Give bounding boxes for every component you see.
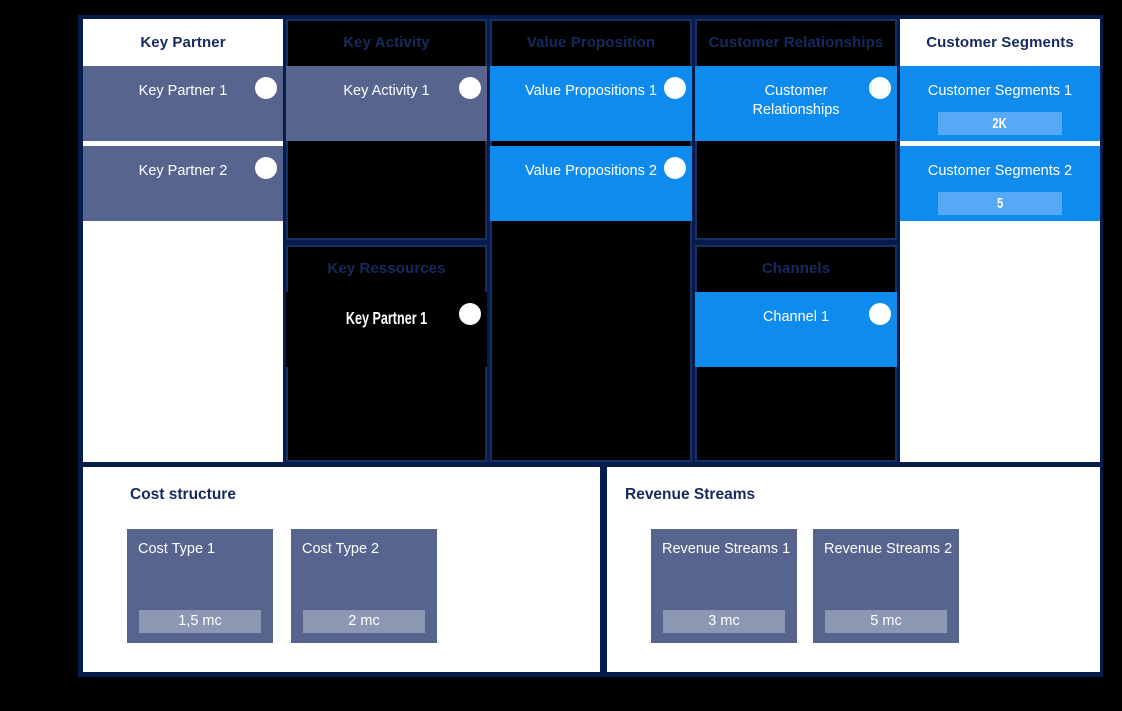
key-partner-header: Key Partner <box>140 34 226 51</box>
revenue-streams-card-2[interactable]: Revenue Streams 2 5 mc <box>813 529 959 643</box>
key-partner-card-2[interactable]: Key Partner 2 <box>83 146 283 221</box>
card-label: Customer Segments 2 <box>927 163 1073 179</box>
customer-relationships-section: Customer Relationships Customer Relation… <box>695 19 897 240</box>
value-badge: 2K <box>938 112 1062 135</box>
card-label: Key Partner 1 <box>138 83 228 99</box>
card-label: Cost Type 2 <box>302 541 380 557</box>
value-badge: 3 mc <box>663 610 785 633</box>
value-proposition-card-2[interactable]: Value Propositions 2 <box>490 146 692 221</box>
channels-header: Channels <box>761 260 831 277</box>
customer-relationships-card-1[interactable]: Customer Relationships <box>695 66 897 141</box>
key-partner-section: Key Partner Key Partner 1 Key Partner 2 <box>83 19 283 462</box>
badge-value: 5 <box>996 195 1004 212</box>
key-activity-section: Key Activity Key Activity 1 <box>286 19 487 240</box>
item-dot-icon <box>869 77 891 99</box>
item-dot-icon <box>664 157 686 179</box>
card-label: Cost Type 1 <box>138 541 216 557</box>
key-activity-header: Key Activity <box>343 34 430 51</box>
card-label: Key Partner 1 <box>345 308 428 328</box>
value-badge: 5 <box>938 192 1062 215</box>
revenue-streams-title: Revenue Streams <box>625 486 756 503</box>
customer-segments-header: Customer Segments <box>926 34 1074 51</box>
cost-structure-section: Cost structure Cost Type 1 1,5 mc Cost T… <box>83 467 600 672</box>
key-partner-card-1[interactable]: Key Partner 1 <box>83 66 283 141</box>
card-label: Key Partner 2 <box>138 163 228 179</box>
key-activity-card-1[interactable]: Key Activity 1 <box>286 66 487 141</box>
cost-structure-title: Cost structure <box>130 486 236 503</box>
channel-card-1[interactable]: Channel 1 <box>695 292 897 367</box>
card-label: Value Propositions 1 <box>525 83 657 99</box>
customer-relationships-header: Customer Relationships <box>708 34 884 51</box>
value-badge: 2 mc <box>303 610 425 633</box>
value-badge: 1,5 mc <box>139 610 261 633</box>
value-badge: 5 mc <box>825 610 947 633</box>
customer-segments-card-2[interactable]: Customer Segments 2 5 <box>900 146 1100 221</box>
item-dot-icon <box>255 157 277 179</box>
key-ressources-header: Key Ressources <box>327 260 446 277</box>
value-proposition-header: Value Proposition <box>526 34 656 51</box>
cost-type-card-1[interactable]: Cost Type 1 1,5 mc <box>127 529 273 643</box>
card-label: Revenue Streams 2 <box>824 541 953 557</box>
card-label: Value Propositions 2 <box>525 163 657 179</box>
card-label: Channel 1 <box>762 309 830 325</box>
key-ressources-card-1[interactable]: Key Partner 1 <box>286 292 487 367</box>
item-dot-icon <box>459 303 481 325</box>
item-dot-icon <box>255 77 277 99</box>
channels-section: Channels Channel 1 <box>695 245 897 462</box>
revenue-streams-card-1[interactable]: Revenue Streams 1 3 mc <box>651 529 797 643</box>
key-ressources-section: Key Ressources Key Partner 1 <box>286 245 487 462</box>
item-dot-icon <box>869 303 891 325</box>
card-label: Customer Relationships <box>752 83 840 118</box>
card-label: Key Activity 1 <box>343 83 430 99</box>
badge-value: 2K <box>992 115 1008 132</box>
value-proposition-section: Value Proposition Value Propositions 1 V… <box>490 19 692 462</box>
value-proposition-card-1[interactable]: Value Propositions 1 <box>490 66 692 141</box>
customer-segments-card-1[interactable]: Customer Segments 1 2K <box>900 66 1100 141</box>
card-label: Revenue Streams 1 <box>662 541 791 557</box>
customer-segments-section: Customer Segments Customer Segments 1 2K… <box>900 19 1100 462</box>
item-dot-icon <box>459 77 481 99</box>
cost-type-card-2[interactable]: Cost Type 2 2 mc <box>291 529 437 643</box>
item-dot-icon <box>664 77 686 99</box>
revenue-streams-section: Revenue Streams Revenue Streams 1 3 mc R… <box>607 467 1100 672</box>
card-label: Customer Segments 1 <box>927 83 1073 99</box>
